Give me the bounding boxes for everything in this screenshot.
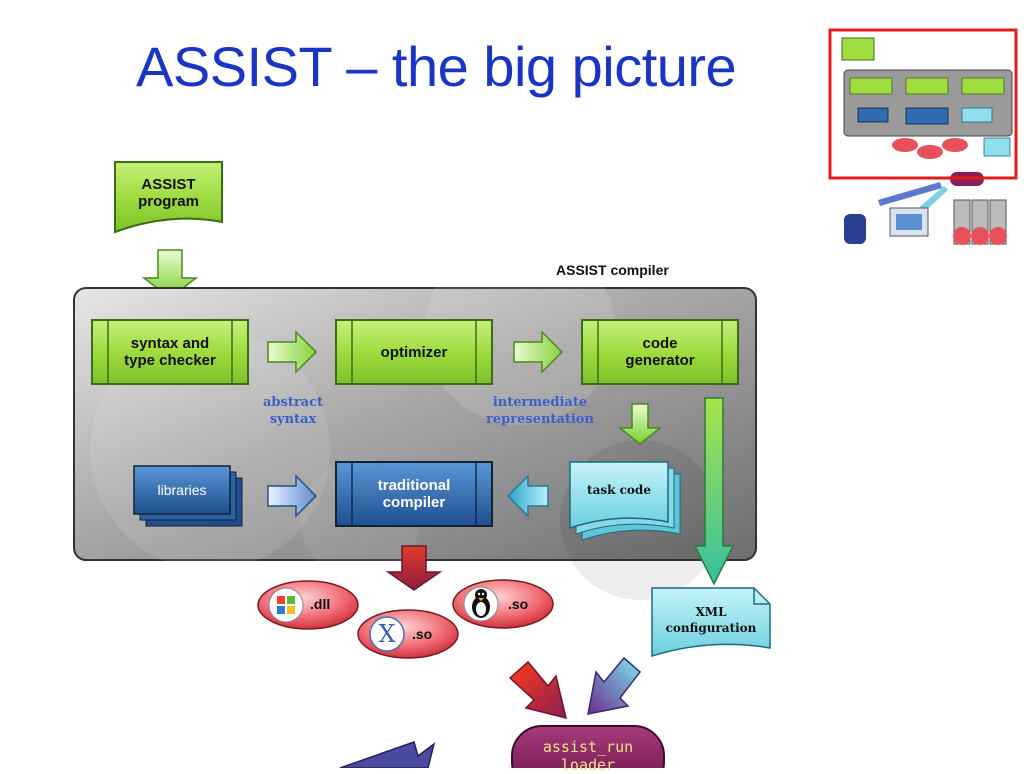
optimizer-to-codegen-arrow — [513, 330, 564, 374]
windows-icon — [277, 596, 295, 614]
compiler-title: ASSIST compiler — [556, 262, 669, 278]
slide-title: ASSIST – the big picture — [136, 35, 737, 98]
syntax-checker-label: syntax and type checker — [124, 335, 216, 369]
loader-to-deploy-arrow — [339, 741, 436, 768]
libraries-to-compiler-arrow — [267, 474, 318, 518]
libraries-stack — [133, 465, 243, 527]
linux-so-oval — [452, 579, 554, 629]
code-generator-label: code generator — [625, 335, 695, 369]
tux-penguin-icon — [472, 589, 490, 618]
syntax-checker-box — [91, 319, 249, 385]
macos-so-label: .so — [412, 626, 433, 642]
assist-program-document — [114, 161, 223, 234]
code-generator-box — [581, 319, 739, 385]
abstract-syntax-label: abstract syntax — [262, 395, 324, 427]
macos-x-icon: X — [378, 620, 396, 648]
intermediate-representation-label: intermediate representation — [486, 395, 594, 427]
windows-dll-label: .dll — [310, 596, 331, 612]
assist-program-label: ASSIST program — [138, 176, 199, 210]
task-code-stack — [569, 461, 681, 541]
syntax-to-optimizer-arrow — [267, 330, 318, 374]
binaries-to-loader-arrow — [508, 660, 568, 720]
codegen-to-taskcode-arrow — [617, 403, 663, 445]
xml-to-loader-arrow — [587, 656, 642, 715]
optimizer-label: optimizer — [380, 343, 448, 361]
taskcode-to-compiler-arrow — [506, 474, 549, 518]
overview-thumbnail — [826, 28, 1018, 270]
libraries-label: libraries — [157, 481, 207, 498]
assist-run-loader — [511, 725, 665, 768]
assist-run-loader-label: assist_run loader — [542, 738, 634, 774]
optimizer-box — [335, 319, 493, 385]
linux-so-label: .so — [508, 596, 529, 612]
task-code-label: task code — [587, 482, 651, 497]
macos-so-oval — [357, 609, 459, 659]
xml-configuration-label: XML configuration — [665, 605, 757, 635]
compiler-to-binaries-arrow — [385, 545, 443, 591]
traditional-compiler-box — [335, 461, 493, 527]
codegen-to-xml-arrow — [693, 397, 735, 586]
xml-configuration-document — [651, 587, 771, 658]
windows-dll-oval — [257, 580, 359, 630]
traditional-compiler-label: traditional compiler — [377, 477, 451, 511]
